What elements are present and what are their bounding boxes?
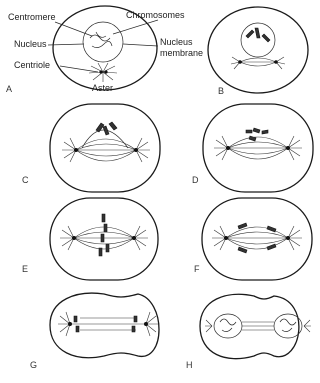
chromosome-threads bbox=[90, 32, 112, 48]
cell-outline bbox=[208, 7, 308, 93]
panel-letter-e: E bbox=[22, 264, 28, 274]
chromosomes bbox=[246, 128, 268, 141]
leader-centromere bbox=[55, 22, 92, 36]
panel-letter-f: F bbox=[194, 264, 200, 274]
label-centromere: Centromere bbox=[8, 12, 56, 22]
cell-outline bbox=[202, 198, 312, 280]
panel-a: Centromere Nucleus Centriole Chromosomes… bbox=[6, 6, 203, 94]
panel-c: C bbox=[22, 104, 160, 192]
chromosomes bbox=[99, 214, 109, 256]
leader-chromosomes bbox=[113, 20, 158, 34]
label-nucleus: Nucleus bbox=[14, 39, 47, 49]
panel-letter-b: B bbox=[218, 86, 224, 96]
panel-e: E bbox=[22, 198, 158, 280]
daughter-nucleus-right bbox=[274, 314, 302, 338]
spindle bbox=[62, 138, 150, 162]
spindle bbox=[231, 57, 285, 69]
panel-letter-d: D bbox=[192, 175, 199, 185]
cell-outline bbox=[200, 294, 299, 358]
panel-letter-g: G bbox=[30, 360, 37, 370]
cell-outline bbox=[50, 104, 160, 192]
panel-f: F bbox=[194, 198, 312, 280]
label-aster: Aster bbox=[92, 83, 113, 93]
panel-letter-a: A bbox=[6, 84, 12, 94]
chromosomes bbox=[246, 28, 270, 42]
nucleus bbox=[83, 22, 123, 62]
panel-g: G bbox=[30, 293, 159, 370]
panel-b: B bbox=[208, 7, 308, 96]
panel-letter-h: H bbox=[186, 360, 193, 370]
label-chromosomes: Chromosomes bbox=[126, 10, 185, 20]
leader-nucleus-membrane bbox=[123, 44, 158, 46]
panel-letter-c: C bbox=[22, 175, 29, 185]
panel-d: D bbox=[192, 104, 313, 192]
spindle bbox=[214, 136, 302, 160]
panel-h: H bbox=[186, 294, 311, 370]
midbody-fibers bbox=[242, 322, 274, 330]
spindle bbox=[58, 312, 158, 336]
label-centriole: Centriole bbox=[14, 60, 50, 70]
label-nucleus-membrane-line1: Nucleus bbox=[160, 37, 193, 47]
cell-outline bbox=[50, 293, 159, 358]
label-nucleus-membrane-line2: membrane bbox=[160, 48, 203, 58]
spindle bbox=[212, 226, 302, 250]
aster bbox=[89, 63, 117, 82]
daughter-nucleus-left bbox=[214, 314, 242, 338]
